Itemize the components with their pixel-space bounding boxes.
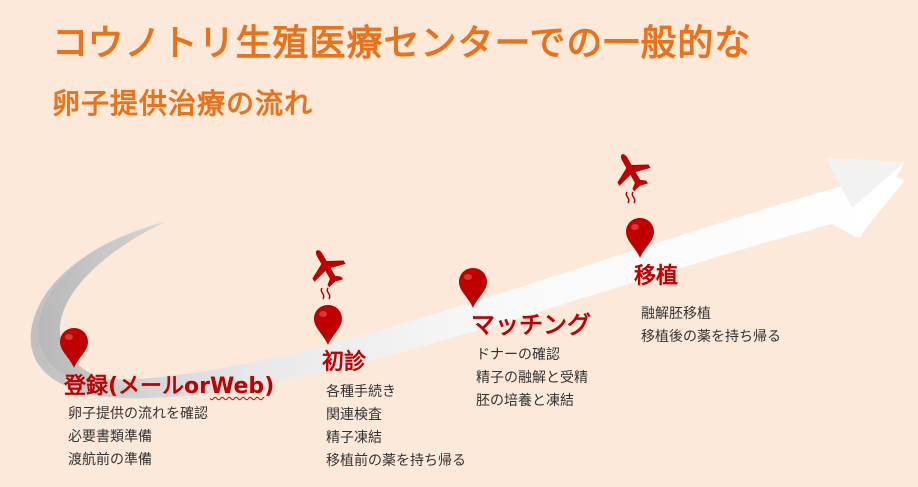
list-item: 胚の培養と凍結	[476, 393, 574, 409]
page-subtitle: 卵子提供治療の流れ	[52, 87, 314, 120]
map-pin-icon	[60, 328, 88, 368]
step-registration-title: 登録(メールorWeb)	[64, 368, 274, 400]
list-item: 必要書類準備	[68, 429, 152, 445]
page-title: コウノトリ生殖医療センターでの一般的な	[52, 23, 752, 64]
arrow-head-edge	[826, 158, 905, 208]
step-title-text: 登録(メールor	[64, 374, 211, 399]
list-item: 精子凍結	[326, 430, 382, 446]
step-registration-list: 卵子提供の流れを確認 必要書類準備 渡航前の準備	[68, 403, 208, 472]
step-first-visit-list: 各種手続き 関連検査 精子凍結 移植前の薬を持ち帰る	[326, 381, 466, 473]
step-transfer-list: 融解胚移植 移植後の薬を持ち帰る	[641, 303, 781, 349]
map-pin-icon	[314, 305, 342, 345]
step-first-visit-title: 初診	[322, 350, 367, 375]
list-item: 渡航前の準備	[68, 452, 152, 468]
step-transfer-title: 移植	[634, 264, 679, 289]
step-matching-title: マッチング	[471, 311, 591, 339]
airplane-icon	[617, 154, 651, 204]
list-item: 融解胚移植	[641, 306, 711, 322]
list-item: 移植前の薬を持ち帰る	[326, 453, 466, 469]
map-pin-icon	[459, 268, 487, 308]
step-title-close: )	[264, 374, 275, 399]
list-item: 関連検査	[326, 407, 382, 423]
map-pin-icon	[626, 218, 654, 258]
arrow-shadow	[38, 222, 165, 392]
list-item: 各種手続き	[326, 384, 396, 400]
list-item: ドナーの確認	[476, 347, 560, 363]
list-item: 移植後の薬を持ち帰る	[641, 329, 781, 345]
step-matching-list: ドナーの確認 精子の融解と受精 胚の培養と凍結	[476, 344, 588, 413]
list-item: 精子の融解と受精	[476, 370, 588, 386]
list-item: 卵子提供の流れを確認	[68, 406, 208, 422]
step-title-web: Web	[210, 374, 265, 399]
airplane-icon	[312, 250, 346, 300]
